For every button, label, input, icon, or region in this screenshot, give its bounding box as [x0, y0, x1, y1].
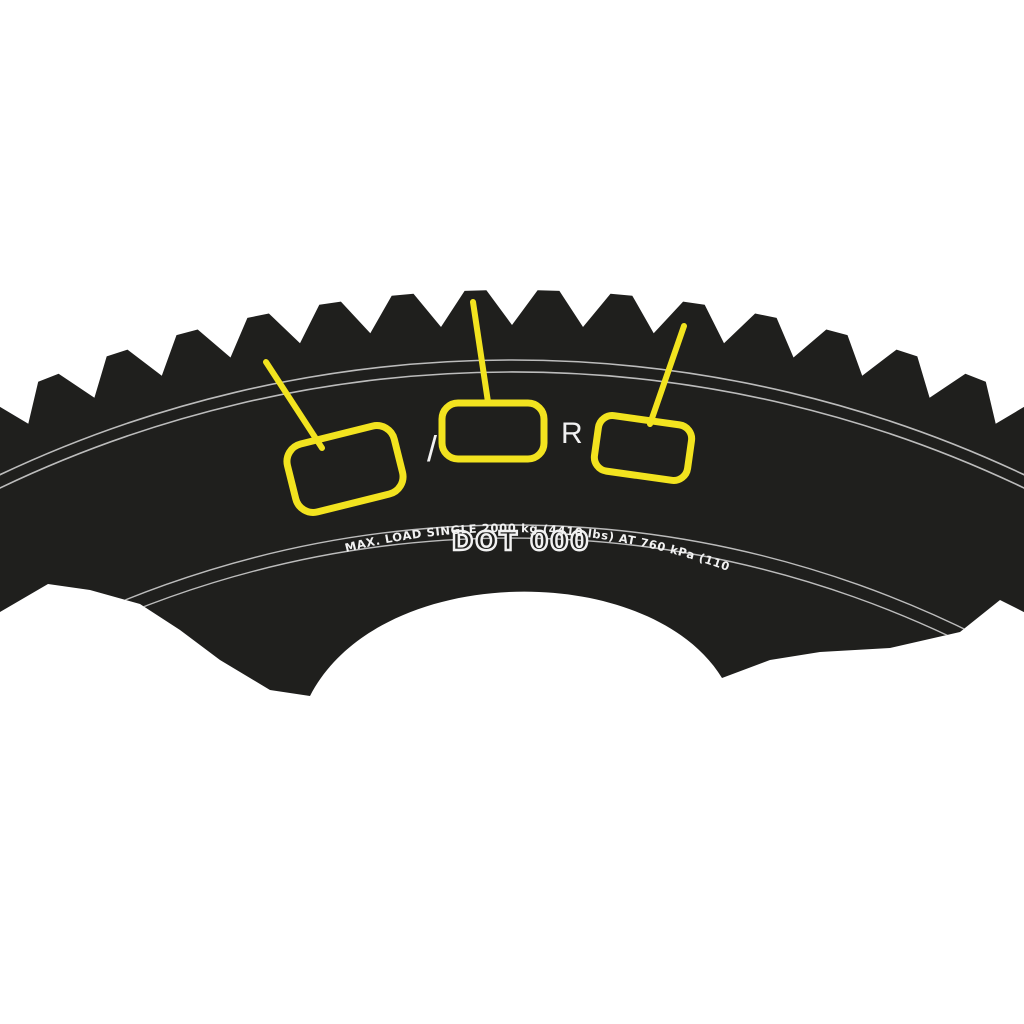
rim-diameter-box [590, 412, 696, 484]
construction-code: R [561, 417, 583, 450]
tire-sidewall [0, 290, 1024, 696]
groove-line-0 [0, 359, 1024, 790]
size-separator: / [427, 428, 437, 469]
groove-line-1 [0, 371, 1024, 797]
callout-aspect-ratio [438, 299, 548, 463]
callout-rim-diameter [590, 323, 696, 484]
aspect-ratio-box [438, 399, 548, 463]
section-width-box [283, 422, 407, 516]
callout-section-width [263, 359, 407, 516]
dot-code: DOT 000 [452, 527, 591, 557]
callouts [263, 299, 696, 516]
